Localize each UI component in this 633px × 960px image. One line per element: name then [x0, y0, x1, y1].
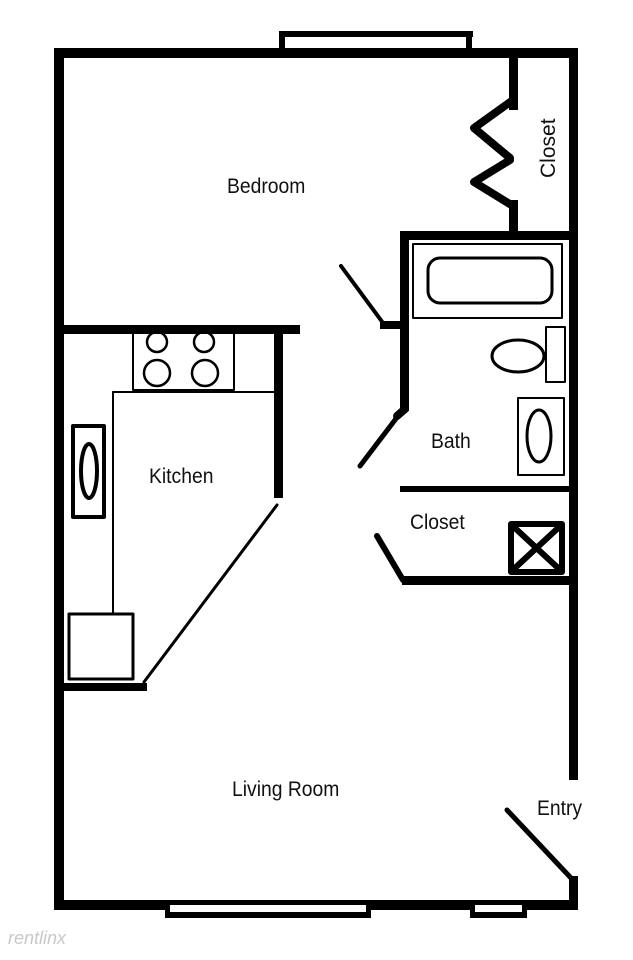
window-bottom-left [165, 912, 371, 918]
window-bottom-right [470, 912, 527, 918]
bath-closet-divider [400, 486, 572, 492]
vanity-sink [525, 408, 553, 464]
hall-closet-door [374, 533, 406, 583]
kitchen-diagonal [142, 503, 279, 684]
window-top-left [279, 31, 285, 51]
window-top-right [466, 31, 472, 51]
window-bottom-right-l [470, 905, 475, 918]
stove [132, 330, 235, 391]
room-label-entry: Entry [537, 797, 583, 820]
wall-top [54, 48, 578, 58]
closet-wall-top [509, 58, 518, 110]
water-heater [508, 521, 565, 575]
kitchen-sink [71, 424, 106, 519]
bath-door [357, 413, 401, 469]
bathtub [412, 243, 563, 319]
wall-right-upper [569, 48, 578, 780]
bath-wall-top [400, 231, 578, 240]
bath-wall-left [400, 231, 409, 411]
kitchen-wall-right [274, 330, 283, 498]
room-label-living-room: Living Room [232, 778, 340, 801]
refrigerator [67, 612, 135, 681]
entry-wall-stub [569, 876, 578, 906]
burner-3 [142, 358, 172, 388]
bath-door-stub [380, 321, 402, 329]
closet-wall-bottom-hall [402, 576, 572, 585]
toilet-tank [545, 326, 566, 383]
window-top [279, 31, 473, 37]
window-bottom-right-r [522, 905, 527, 918]
watermark: rentlinx [8, 928, 67, 948]
closet-wall-bottom [509, 200, 518, 236]
wall-left [54, 48, 64, 910]
room-label-kitchen: Kitchen [149, 465, 214, 488]
window-bottom-left-l [165, 905, 170, 918]
room-label-bedroom: Bedroom [227, 175, 306, 198]
sink-basin [79, 442, 99, 500]
tub-basin [426, 256, 554, 305]
burner-2 [192, 330, 216, 354]
bifold-door-upper [470, 96, 517, 162]
kitchen-wall-top [54, 325, 300, 334]
bedroom-door [339, 264, 385, 325]
room-label-bath: Bath [431, 430, 471, 453]
burner-4 [190, 358, 220, 388]
vanity [517, 397, 565, 476]
entry-door [504, 807, 574, 881]
room-label-bedroom-closet: Closet [537, 118, 560, 178]
window-bottom-left-r [366, 905, 371, 918]
room-label-hall-closet: Closet [410, 511, 465, 534]
bifold-door-lower [470, 156, 517, 210]
kitchen-wall-bottom [54, 683, 147, 691]
burner-1 [145, 330, 169, 354]
toilet-bowl [490, 338, 546, 374]
